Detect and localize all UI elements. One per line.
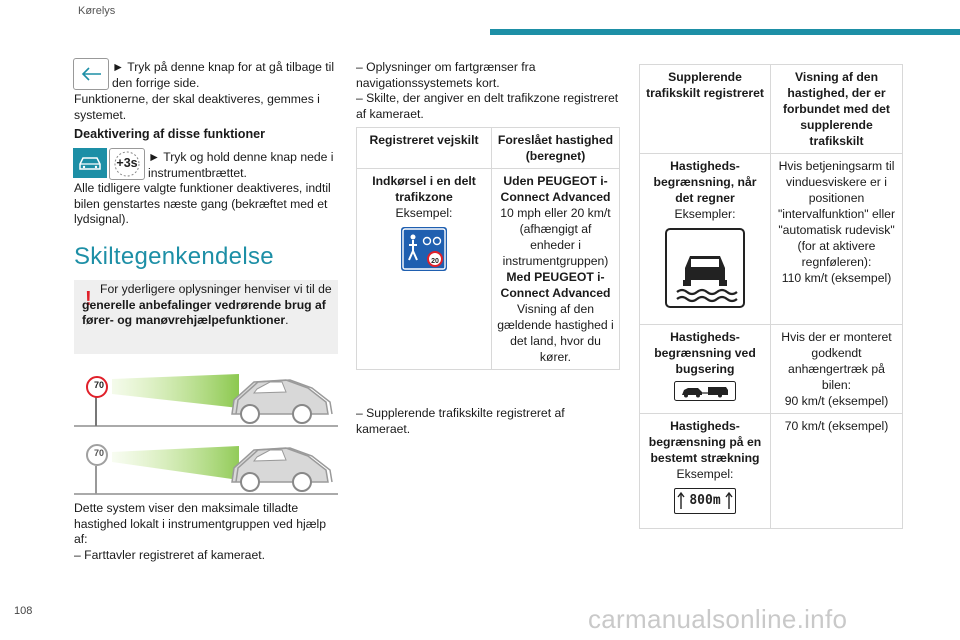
- shared-zone-example: Eksempel:: [395, 206, 453, 220]
- rain-label: Hastigheds-begrænsning, når det regner: [653, 159, 757, 205]
- system-description: Dette system viser den maksimale tilladt…: [74, 501, 327, 546]
- watermark: carmanualsonline.info: [588, 604, 848, 634]
- all-deactivated-text: Alle tidligere valgte funktioner deaktiv…: [74, 181, 331, 226]
- towing-sign-icon: [674, 381, 736, 401]
- distance-sign-icon: 800m: [674, 488, 736, 514]
- without-connect-text: 10 mph eller 20 km/t (afhængigt af enhed…: [500, 206, 611, 268]
- back-arrow-icon: [73, 58, 109, 90]
- with-connect-heading: Med PEUGEOT i-Connect Advanced: [500, 270, 611, 300]
- section-limit-speed-value: 70 km/t (eksempel): [784, 419, 889, 433]
- supplementary-signs-table: Supplerende trafikskilt registreret Visn…: [639, 64, 903, 529]
- supp-header-speed: Visning af den hastighed, der er forbund…: [770, 64, 903, 154]
- speed-sign-2: [86, 444, 108, 466]
- with-connect-text: Visning af den gældende hastighed i det …: [497, 302, 614, 364]
- bullet-supplementary: – Supplerende trafikskilte registreret a…: [356, 406, 565, 436]
- towing-label: Hastigheds-begrænsning ved bugsering: [654, 330, 756, 376]
- speed-sign-2-value: 70: [93, 448, 104, 458]
- section-limit-example: Eksempel:: [676, 467, 734, 481]
- deactivation-heading: Deaktivering af disse funktioner: [74, 127, 266, 141]
- shared-zone-table: Registreret vejskilt Foreslået hastighed…: [356, 127, 620, 370]
- note-bold: generelle anbefalinger vedrørende brug a…: [82, 297, 326, 328]
- bullet-speed-signs: – Farttavler registreret af kameraet.: [74, 548, 266, 562]
- towing-speed-value: 90 km/t (eksempel): [784, 394, 889, 408]
- plus3s-button-icon: +3s: [109, 148, 145, 180]
- note-pre: For yderligere oplysninger henviser vi t…: [100, 282, 332, 296]
- supp-header-sign: Supplerende trafikskilt registreret: [639, 64, 771, 154]
- rain-speed-cell: Hvis betjeningsarm til vinduesviskere er…: [770, 153, 903, 325]
- adas-car-icon: [73, 148, 107, 178]
- rain-sign-icon: [665, 228, 745, 308]
- shared-zone-cell: Indkørsel i en delt trafikzone Eksempel:…: [356, 168, 492, 370]
- without-connect-heading: Uden PEUGEOT i-Connect Advanced: [500, 174, 611, 204]
- plus3s-label: +3s: [116, 156, 138, 170]
- speed-sign-1-value: 70: [93, 380, 104, 390]
- note-box: ! For yderligere oplysninger henviser vi…: [74, 280, 338, 354]
- towing-cell: Hastigheds-begrænsning ved bugsering: [639, 324, 771, 414]
- note-text: For yderligere oplysninger henviser vi t…: [82, 282, 332, 329]
- hold-instruction: ► Tryk og hold denne knap nede i instrum…: [148, 150, 334, 180]
- bullet-nav-limits: – Oplysninger om fartgrænser fra navigat…: [356, 60, 536, 90]
- section-limit-label: Hastigheds-begrænsning på en bestemt str…: [648, 419, 762, 465]
- shared-zone-sign-value: 20: [431, 258, 439, 265]
- section-header: Kørelys: [78, 5, 116, 17]
- warning-exclamation-icon: !: [85, 288, 92, 310]
- section-limit-cell: Hastigheds-begrænsning på en bestemt str…: [639, 413, 771, 529]
- bullet-shared-zone: – Skilte, der angiver en delt trafikzone…: [356, 91, 619, 121]
- speed-sign-1: [86, 376, 108, 398]
- rain-speed-value: 110 km/t (eksempel): [781, 271, 892, 285]
- section-limit-speed-cell: 70 km/t (eksempel): [770, 413, 903, 529]
- header-accent-bar: [490, 29, 960, 35]
- back-instruction: ► Tryk på denne knap for at gå tilbage t…: [112, 60, 335, 90]
- note-post: .: [285, 313, 289, 327]
- shared-zone-sign-icon: 20: [401, 227, 447, 271]
- speed-sign-illustration-2: 70: [74, 430, 338, 500]
- speed-sign-illustration-1: 70: [74, 362, 338, 432]
- rain-cell: Hastigheds-begrænsning, når det regner E…: [639, 153, 771, 325]
- table-header-speed: Foreslået hastighed (beregnet): [491, 127, 620, 169]
- distance-sign-value: 800m: [689, 493, 721, 508]
- towing-speed-cell: Hvis der er monteret godkendt anhængertr…: [770, 324, 903, 414]
- section-title: Skiltegenkendelse: [74, 243, 274, 270]
- page-number: 108: [14, 605, 33, 617]
- shared-zone-speed-cell: Uden PEUGEOT i-Connect Advanced 10 mph e…: [491, 168, 620, 370]
- rain-example: Eksempler:: [674, 207, 736, 221]
- towing-condition-text: Hvis der er monteret godkendt anhængertr…: [781, 330, 892, 392]
- table-header-sign: Registreret vejskilt: [356, 127, 492, 169]
- rain-condition-text: Hvis betjeningsarm til vinduesviskere er…: [777, 159, 896, 269]
- shared-zone-label: Indkørsel i en delt trafikzone: [372, 174, 476, 204]
- saved-note: Funktionerne, der skal deaktiveres, gemm…: [74, 92, 320, 122]
